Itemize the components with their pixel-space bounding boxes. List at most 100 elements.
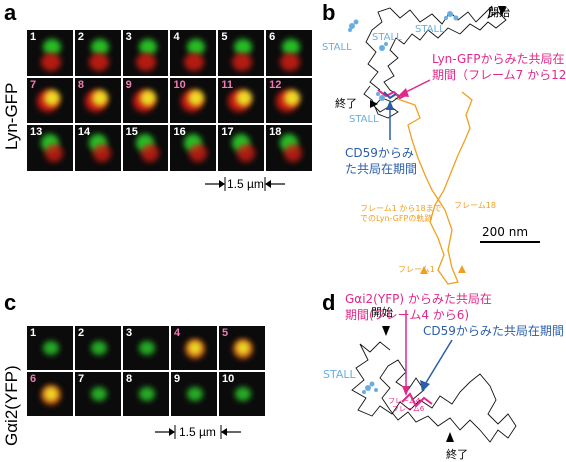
frame-cell: 4 [170,30,217,76]
end-label-b: 終了 [335,97,357,110]
fluorescence-spot [140,90,157,107]
gai-trajectory-black [351,341,517,443]
fluorescence-spot [284,143,303,162]
frame-number: 4 [173,31,180,43]
frame-number: 4 [174,327,181,339]
fluorescence-spot [139,341,156,356]
frame-number: 11 [221,78,233,91]
fluorescence-spot [283,90,300,107]
cd59-coloc-label-d: CD59からみた共局在期間 [423,324,564,338]
frame-cell: 7 [75,372,121,416]
fluorescence-spot [232,52,253,71]
frame-cell: 4 [171,326,217,370]
frame-number: 9 [174,373,181,385]
frame-cell: 6 [266,30,312,76]
frame-number: 1 [30,327,37,339]
start-label-d: 開始 [371,306,393,319]
frame-cell: 6 [27,372,73,416]
lyn-coloc-label: Lyn-GFPからみた共局在 期間（フレーム7 から12） [432,52,566,82]
frame-number: 3 [125,31,132,43]
fluorescence-spot [235,90,252,107]
frame4-label: フレーム4 [388,397,421,405]
fluorescence-spot [279,52,300,71]
frame-cell: 18 [266,125,312,171]
frame18-label: フレーム18 [454,201,496,210]
fluorescence-spot [236,143,255,162]
fluorescence-spot [93,143,112,162]
frame-number: 5 [221,31,228,43]
scale-label-b: 200 nm [482,225,529,239]
frame-cell: 11 [218,77,265,124]
fluorescence-spot [44,386,59,401]
fluorescence-spot [188,143,207,162]
scale-label-a: 1.5 µm [227,177,264,191]
frame-number: 16 [173,126,186,139]
start-label-b: 開始 [488,6,510,19]
frame-cell: 3 [123,326,169,370]
stall-label-b3: STALL [415,24,445,35]
frame6-label: フレーム6 [392,405,425,413]
frame-number: 10 [173,78,186,91]
stall-label-b2: STALL [372,32,402,43]
frame-cell: 10 [219,372,265,416]
frame1-label: フレーム1 [398,265,435,274]
fluorescence-spot [43,341,60,356]
fluorescence-spot [136,52,157,71]
fluorescence-spot [282,39,301,56]
frame-cell: 16 [170,125,217,171]
fluorescence-spot [140,143,159,162]
frame-number: 2 [78,327,85,339]
frame-number: 12 [269,78,282,91]
fluorescence-spot [234,39,253,56]
frame-cell: 13 [27,125,73,171]
frame-number: 15 [125,126,138,139]
trajectory-plot-d [351,310,517,443]
frame-cell: 8 [74,77,121,124]
frame-number: 8 [77,78,84,91]
cd59-coloc-label-b: CD59からみ た共局在期間 [345,146,418,176]
frame-number: 7 [78,373,85,385]
fluorescence-spot [44,90,61,107]
frame-number: 7 [30,78,37,91]
scale-bar-a-arrows [205,177,285,191]
fluorescence-spot [187,90,204,107]
frame-cell: 1 [27,326,73,370]
panel-label-d: d [322,290,336,315]
frame-cell: 5 [219,326,265,370]
trajectory-plot-b [348,5,540,285]
fluorescence-spot [40,52,61,71]
fluorescence-spot [184,52,205,71]
fluorescence-spot [45,143,64,162]
lyn-trajectory-orange [394,91,473,285]
fluorescence-spot [43,39,62,56]
fluorescence-spot [188,340,203,355]
fluorescence-spot [235,387,252,402]
frame-number: 6 [30,373,37,385]
frame-cell: 1 [27,30,73,76]
frame-cell: 9 [171,372,217,416]
panel-label-b: b [322,0,336,25]
frame-cell: 15 [122,125,169,171]
frame-cell: 3 [122,30,169,76]
fluorescence-spot [187,387,204,402]
frame-number: 18 [269,126,282,139]
end-label-d: 終了 [446,448,468,461]
stall-label-b1: STALL [322,42,352,53]
frame-number: 5 [222,327,229,339]
frame-number: 10 [222,373,235,385]
frame-cell: 17 [218,125,265,171]
fluorescence-spot [139,387,156,402]
frame-number: 8 [126,373,133,385]
frame-cell: 2 [74,30,121,76]
scale-label-c: 1.5 µm [179,425,216,439]
frame-cell: 12 [266,77,312,124]
stall-label-b4: STALL [349,114,379,125]
frame-cell: 10 [170,77,217,124]
frame-cell: 14 [74,125,121,171]
side-label-lyn: Lyn-GFP [2,82,21,150]
fluorescence-spot [186,39,205,56]
frame-cell: 7 [27,77,73,124]
frame-number: 14 [77,126,91,139]
